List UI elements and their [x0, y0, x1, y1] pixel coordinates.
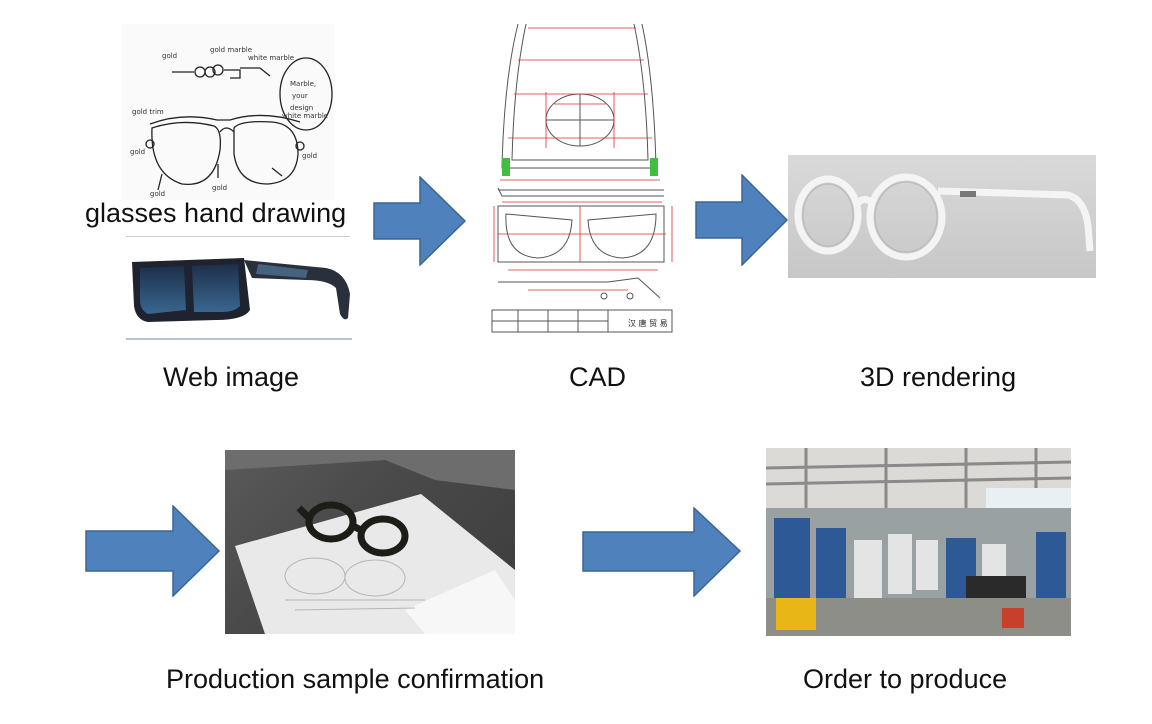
3d-rendering-image: [788, 155, 1096, 278]
production-sample-label: Production sample confirmation: [166, 664, 545, 694]
svg-text:gold: gold: [130, 148, 145, 156]
divider: [126, 236, 350, 237]
production-sample-photo: [225, 450, 515, 634]
svg-text:design: design: [290, 104, 313, 112]
web-image-sunglasses: [126, 248, 352, 342]
order-label: Order to produce: [803, 664, 1008, 694]
cad-drawing: 汉 唐 贸 易: [488, 20, 674, 336]
cad-label: CAD: [569, 362, 627, 392]
svg-text:gold: gold: [212, 184, 227, 192]
hand-drawing-label: glasses hand drawing: [85, 198, 347, 228]
svg-text:your: your: [292, 92, 308, 100]
svg-text:gold trim: gold trim: [132, 108, 164, 116]
svg-text:汉 唐 贸 易: 汉 唐 贸 易: [628, 318, 668, 328]
svg-text:gold: gold: [302, 152, 317, 160]
flow-arrow-4: [582, 507, 742, 597]
flow-arrow-1: [373, 176, 467, 266]
svg-text:gold: gold: [150, 190, 165, 198]
flow-arrow-2: [695, 174, 789, 266]
svg-text:white marble: white marble: [282, 112, 328, 120]
3d-rendering-label: 3D rendering: [860, 362, 1017, 392]
svg-text:gold marble: gold marble: [210, 46, 252, 54]
web-image-label: Web image: [163, 362, 300, 392]
svg-text:gold: gold: [162, 52, 177, 60]
svg-text:Marble,: Marble,: [290, 80, 316, 88]
svg-text:white marble: white marble: [248, 54, 294, 62]
flow-arrow-3: [85, 505, 221, 597]
factory-floor-photo: [766, 448, 1071, 636]
